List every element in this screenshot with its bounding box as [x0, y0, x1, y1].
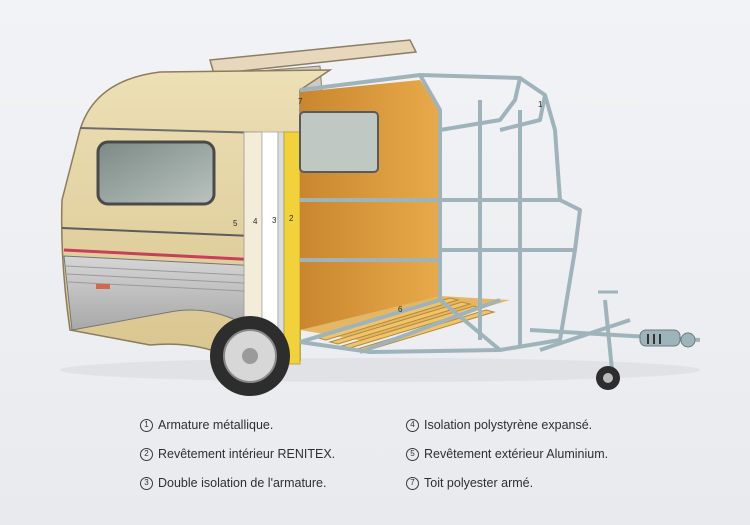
legend-item: 3 Double isolation de l'armature.: [140, 476, 326, 490]
legend-item: 5 Revêtement extérieur Aluminium.: [406, 447, 608, 461]
legend-label: Isolation polystyrène expansé.: [424, 418, 593, 432]
legend-number: 1: [140, 418, 153, 432]
legend-number: 7: [406, 476, 419, 490]
steel-frame: [299, 73, 701, 354]
callout-4: 4: [253, 217, 258, 226]
callout-6: 6: [398, 305, 403, 314]
legend-number: 3: [140, 476, 153, 490]
legend-number: 2: [140, 447, 153, 461]
legend-label: Armature métallique.: [158, 418, 274, 432]
legend-label: Toit polyester armé.: [424, 476, 534, 490]
legend-number: 4: [406, 418, 419, 432]
legend-item: 1 Armature métallique.: [140, 418, 273, 432]
callout-1: 1: [538, 100, 543, 109]
jockey-wheel: [596, 290, 620, 390]
callout-7: 7: [298, 97, 303, 106]
tow-hitch: [639, 329, 696, 348]
legend-label: Revêtement extérieur Aluminium.: [424, 447, 609, 461]
callout-3: 3: [272, 216, 277, 225]
legend-label: Revêtement intérieur RENITEX.: [158, 447, 336, 461]
callout-5: 5: [233, 219, 238, 228]
callout-2: 2: [289, 214, 294, 223]
legend-item: 7 Toit polyester armé.: [406, 476, 533, 490]
wheel: [210, 316, 290, 396]
legend-item: 4 Isolation polystyrène expansé.: [406, 418, 592, 432]
legend-label: Double isolation de l'armature.: [158, 476, 327, 490]
legend-item: 2 Revêtement intérieur RENITEX.: [140, 447, 335, 461]
legend-number: 5: [406, 447, 419, 461]
caravan-cutaway-illustration: [60, 39, 701, 396]
side-window: [96, 140, 216, 206]
